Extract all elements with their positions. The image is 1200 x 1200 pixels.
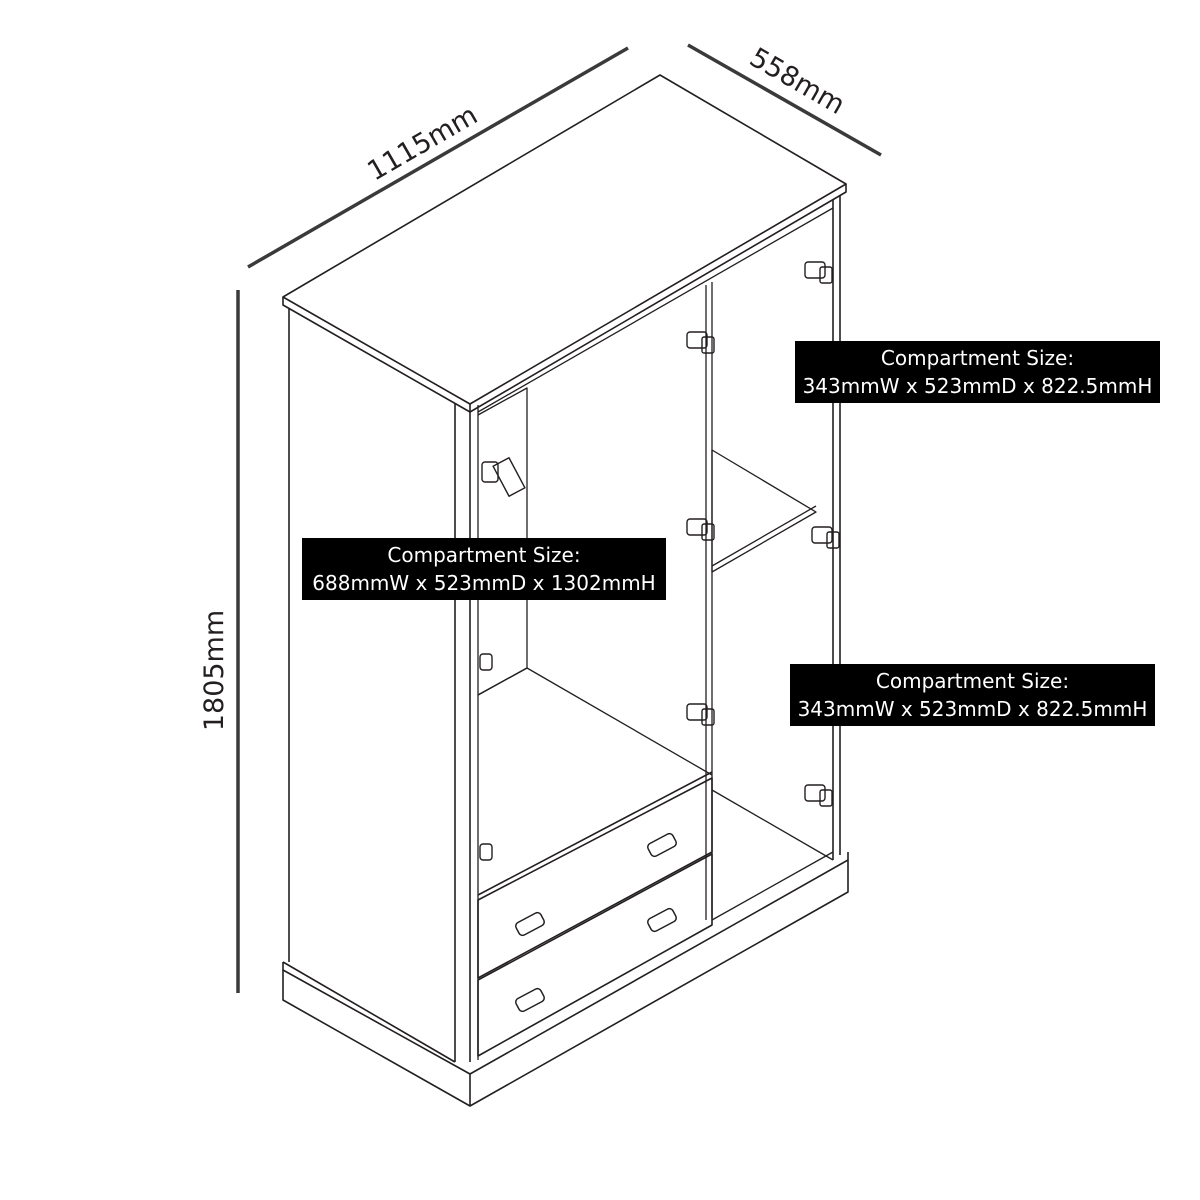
- dimension-lines: [236, 43, 882, 993]
- width-dimension-line: [247, 46, 629, 269]
- drawer-top: [477, 777, 713, 979]
- drawer-handle-icons: [515, 832, 677, 1013]
- hinge-icons: [479, 261, 840, 861]
- plinth: [282, 852, 849, 1107]
- compartment-label-bottom-right: Compartment Size: 343mmW x 523mmD x 822.…: [790, 664, 1155, 726]
- top-panel: [282, 74, 847, 413]
- height-dimension-label: 1805mm: [199, 609, 231, 732]
- compartment-size: 343mmW x 523mmD x 822.5mmH: [802, 374, 1153, 398]
- compartment-label-top-right: Compartment Size: 343mmW x 523mmD x 822.…: [795, 341, 1160, 403]
- depth-dimension-line: [687, 43, 882, 157]
- compartment-title: Compartment Size:: [387, 543, 581, 567]
- interior: [477, 207, 834, 1060]
- drawer-bottom: [477, 853, 713, 1057]
- compartment-label-left: Compartment Size: 688mmW x 523mmD x 1302…: [302, 538, 666, 600]
- compartment-title: Compartment Size:: [875, 669, 1070, 693]
- compartment-title: Compartment Size:: [880, 346, 1075, 370]
- compartment-size: 343mmW x 523mmD x 822.5mmH: [797, 697, 1148, 721]
- compartment-size: 688mmW x 523mmD x 1302mmH: [312, 571, 656, 595]
- left-side-panel: [288, 196, 841, 1062]
- drawers: [477, 771, 713, 1057]
